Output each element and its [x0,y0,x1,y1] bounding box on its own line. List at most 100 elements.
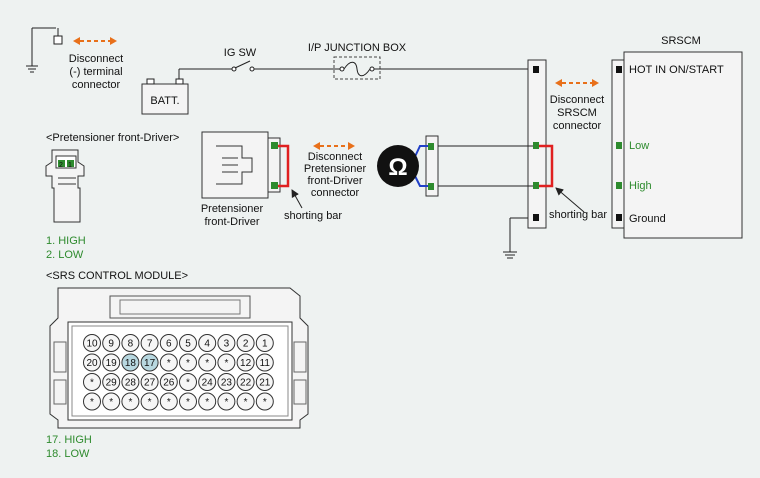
pin-label: * [109,397,113,408]
pin-label: 6 [166,339,172,350]
pretensioner-label-2: front-Driver [204,216,259,228]
pretensioner-connector-icon [45,149,85,223]
pret-pin-low: 2. LOW [46,249,84,261]
pin-hole [140,334,159,352]
disconnect-pret-text-1: Disconnect [308,151,362,163]
pin-hole [179,392,197,411]
pin-hole [198,353,217,372]
pin-label: 21 [259,378,271,389]
neg-terminal-ground [26,27,63,73]
pin-high-green [533,182,539,189]
pin-hole [217,353,236,372]
pin-hole [236,392,255,411]
pretensioner-unit [201,131,281,199]
pin-label: 19 [106,358,118,369]
pin-hole [140,353,159,372]
pin-hole [198,373,217,391]
high-label: High [629,180,652,192]
pin-label: 22 [240,378,252,389]
ground-symbol [503,251,517,259]
pin-hole [217,334,236,352]
pin-label: 28 [125,378,137,389]
srs-module-header: <SRS CONTROL MODULE> [46,270,188,282]
pin-hole [255,353,274,372]
pin-hole [198,334,217,352]
disconnect-neg-text-2: (-) terminal [69,66,122,78]
pin-hole [217,392,236,411]
batt-label: BATT. [150,95,179,107]
shorting-bar-left-label: shorting bar [284,210,342,222]
pin-hole [255,392,274,411]
disconnect-neg-arrow [73,37,117,45]
hot-in-label: HOT IN ON/START [629,64,724,76]
pin-hole [121,392,140,411]
pin-label: 4 [204,339,210,350]
ig-switch [231,60,255,72]
pin-hole [159,392,178,411]
pin-hole [121,353,140,372]
pin-label: * [263,397,267,408]
shorting-bar-left [278,144,290,188]
srs-pin-low: 18. LOW [46,448,90,460]
pin-hole [255,334,274,352]
pin-label: * [186,358,190,369]
pin-hole [83,334,101,352]
pin-hole [159,353,178,372]
pin-hole [102,353,121,372]
pin-hole [236,353,255,372]
pin-label: * [205,397,209,408]
pin-label: * [90,397,94,408]
pin-label: 26 [163,378,175,389]
ig-sw-label: IG SW [224,47,257,59]
disconnect-srscm-text-2: SRSCM [557,107,597,119]
disconnect-srscm-text-1: Disconnect [550,94,604,106]
pin-label: * [186,378,190,389]
pin-label: 1 [262,339,268,350]
pin-label: 20 [86,358,98,369]
pin-hole [83,353,101,372]
pin-label: 24 [202,378,214,389]
pin-label: 27 [144,378,156,389]
disconnect-pretensioner-arrow [313,142,355,150]
pin-hole [102,392,121,411]
pin-label: 5 [185,339,191,350]
pret-pin-high: 1. HIGH [46,235,86,247]
ohm-connector [425,135,439,197]
pin-label: 8 [128,339,134,350]
shorting-bar-right [539,144,554,188]
low-label: Low [629,140,649,152]
small-pin-1: 1 [68,162,72,169]
pin-label: * [224,397,228,408]
pin-label: * [224,358,228,369]
pin-hole [83,392,101,411]
pin-label: 9 [108,339,114,350]
pin-label: 12 [240,358,252,369]
pin-label: 3 [224,339,230,350]
disconnect-srscm-text-3: connector [553,120,602,132]
pin-label: * [244,397,248,408]
disconnect-pret-text-2: Pretensioner [304,163,367,175]
pretensioner-label-1: Pretensioner [201,203,264,215]
pin-hole [236,334,255,352]
disconnect-neg-text-3: connector [72,79,121,91]
pin-hole [179,353,197,372]
ground-label: Ground [629,213,666,225]
srscm-title: SRSCM [661,35,701,47]
disconnect-pret-text-3: front-Driver [307,175,362,187]
pin-label: * [90,378,94,389]
pin-hole [198,392,217,411]
pin-label: 7 [147,339,153,350]
pin-hole [121,373,140,391]
small-pin-2: 2 [59,162,63,169]
ip-junction-label: I/P JUNCTION BOX [308,42,407,54]
pin-hole [255,373,274,391]
pin-hole [102,373,121,391]
pin-label: * [128,397,132,408]
pin-hole [140,392,159,411]
pin-label: * [186,397,190,408]
pin-label: 10 [86,339,98,350]
shorting-bar-right-label: shorting bar [549,209,607,221]
ohm-symbol: Ω [388,154,407,181]
